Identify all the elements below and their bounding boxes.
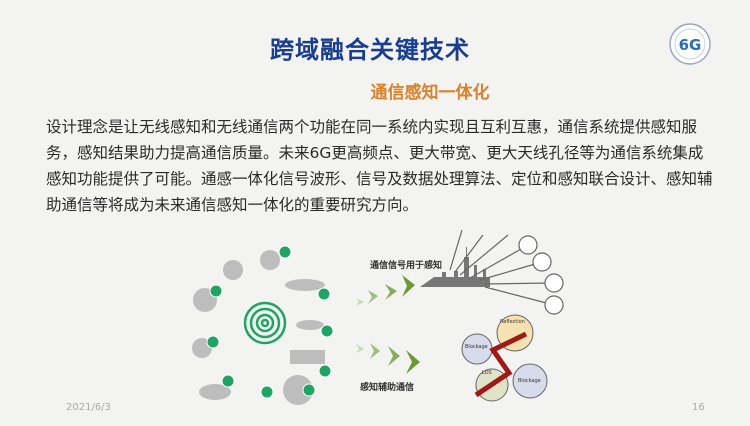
airplane-icon (285, 279, 325, 291)
slide-subtitle: 通信感知一体化 (370, 83, 490, 103)
signal-path (474, 331, 528, 398)
isac-illustration: 通信信号用于感知 感知辅助通信 Reflection Blockage Bloc… (180, 229, 580, 426)
page-number: 16 (692, 402, 705, 413)
signal-badges (206, 245, 334, 399)
arrows-bottom (356, 343, 420, 374)
sensing-target-circles (449, 229, 564, 315)
label-communication-for-sensing: 通信信号用于感知 (370, 261, 443, 271)
label-los: LOS (482, 370, 492, 376)
label-reflection: Reflection (500, 319, 525, 325)
radar-icon (243, 301, 287, 345)
6g-logo: 6G (668, 22, 712, 66)
slide-title: 跨域融合关键技术 (270, 36, 470, 64)
body-paragraph: 设计理念是让无线感知和无线通信两个功能在同一系统内实现且互利互惠，通信系统提供感… (46, 118, 713, 214)
label-sensing-assisted-communication: 感知辅助通信 (360, 383, 415, 393)
cloud-icon (199, 384, 231, 400)
label-blockage-1: Blockage (465, 344, 488, 350)
sensing-targets-icons (192, 250, 325, 405)
satellite-icon (260, 250, 280, 270)
logo-text: 6G (679, 36, 702, 54)
ship-icon (290, 350, 325, 364)
drone-icon (296, 320, 324, 330)
sun-icon (223, 260, 243, 280)
train-icon (283, 375, 313, 405)
slide-date: 2021/6/3 (66, 402, 111, 413)
arrows-top (356, 275, 415, 306)
label-blockage-2: Blockage (518, 378, 541, 384)
